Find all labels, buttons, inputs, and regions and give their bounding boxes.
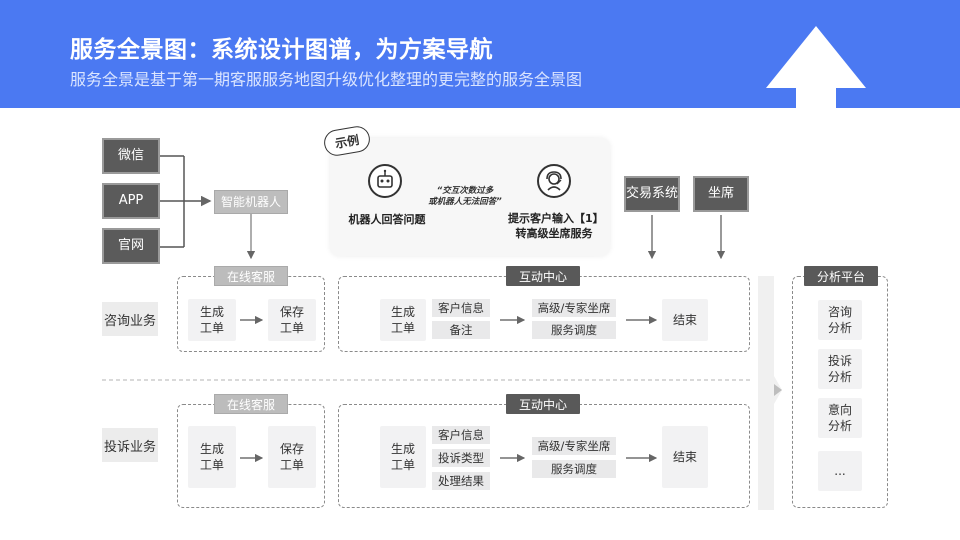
analysis-platform-tag: 分析平台 <box>804 266 878 286</box>
field-customer-info: 客户信息 <box>432 299 490 317</box>
example-note-line2: 或机器人无法回答” <box>428 197 502 207</box>
save-ticket: 保存 工单 <box>268 426 316 488</box>
example-note-line1: “交互次数过多 <box>436 186 494 196</box>
channel-app: APP <box>102 183 160 219</box>
consult-business-label: 咨询业务 <box>102 302 158 336</box>
online-service-tag: 在线客服 <box>214 266 288 286</box>
senior-agent: 高级/专家坐席 <box>532 299 616 317</box>
robot-icon <box>368 164 402 198</box>
smart-robot: 智能机器人 <box>214 190 288 214</box>
agent-headset-icon <box>537 164 571 198</box>
senior-agent: 高级/专家坐席 <box>532 437 616 455</box>
more-analysis: ... <box>818 451 862 491</box>
service-dispatch: 服务调度 <box>532 460 616 478</box>
center-create-ticket: 生成 工单 <box>380 426 426 488</box>
end-node: 结束 <box>662 299 708 341</box>
page-subtitle: 服务全景是基于第一期客服服务地图升级优化整理的更完整的服务全景图 <box>70 70 583 89</box>
example-robot-answer: 机器人回答问题 <box>348 213 426 226</box>
field-handle-result: 处理结果 <box>432 472 490 490</box>
field-complaint-type: 投诉类型 <box>432 449 490 467</box>
example-transfer: 提示客户输入【1】 转高级坐席服务 <box>508 211 604 241</box>
example-transfer-line1: 提示客户输入【1】 <box>508 212 604 225</box>
interaction-center-tag: 互动中心 <box>506 266 580 286</box>
page-title: 服务全景图：系统设计图谱，为方案导航 <box>70 37 493 63</box>
channel-wechat: 微信 <box>102 138 160 174</box>
field-remark: 备注 <box>432 321 490 339</box>
create-ticket: 生成 工单 <box>188 299 236 341</box>
intent-analysis: 意向 分析 <box>818 398 862 438</box>
example-transfer-line2: 转高级坐席服务 <box>515 227 593 240</box>
field-customer-info: 客户信息 <box>432 426 490 444</box>
trading-system: 交易系统 <box>624 176 680 212</box>
complaint-analysis: 投诉 分析 <box>818 349 862 389</box>
example-note: “交互次数过多 或机器人无法回答” <box>428 186 502 208</box>
create-ticket: 生成 工单 <box>188 426 236 488</box>
channel-website: 官网 <box>102 228 160 264</box>
save-ticket: 保存 工单 <box>268 299 316 341</box>
interaction-center-tag: 互动中心 <box>506 394 580 414</box>
complaint-business-label: 投诉业务 <box>102 428 158 462</box>
center-create-ticket: 生成 工单 <box>380 299 426 341</box>
online-service-tag: 在线客服 <box>214 394 288 414</box>
agent-seat: 坐席 <box>693 176 749 212</box>
service-dispatch: 服务调度 <box>532 321 616 339</box>
consult-analysis: 咨询 分析 <box>818 300 862 340</box>
up-arrow-icon <box>766 26 866 108</box>
end-node: 结束 <box>662 426 708 488</box>
